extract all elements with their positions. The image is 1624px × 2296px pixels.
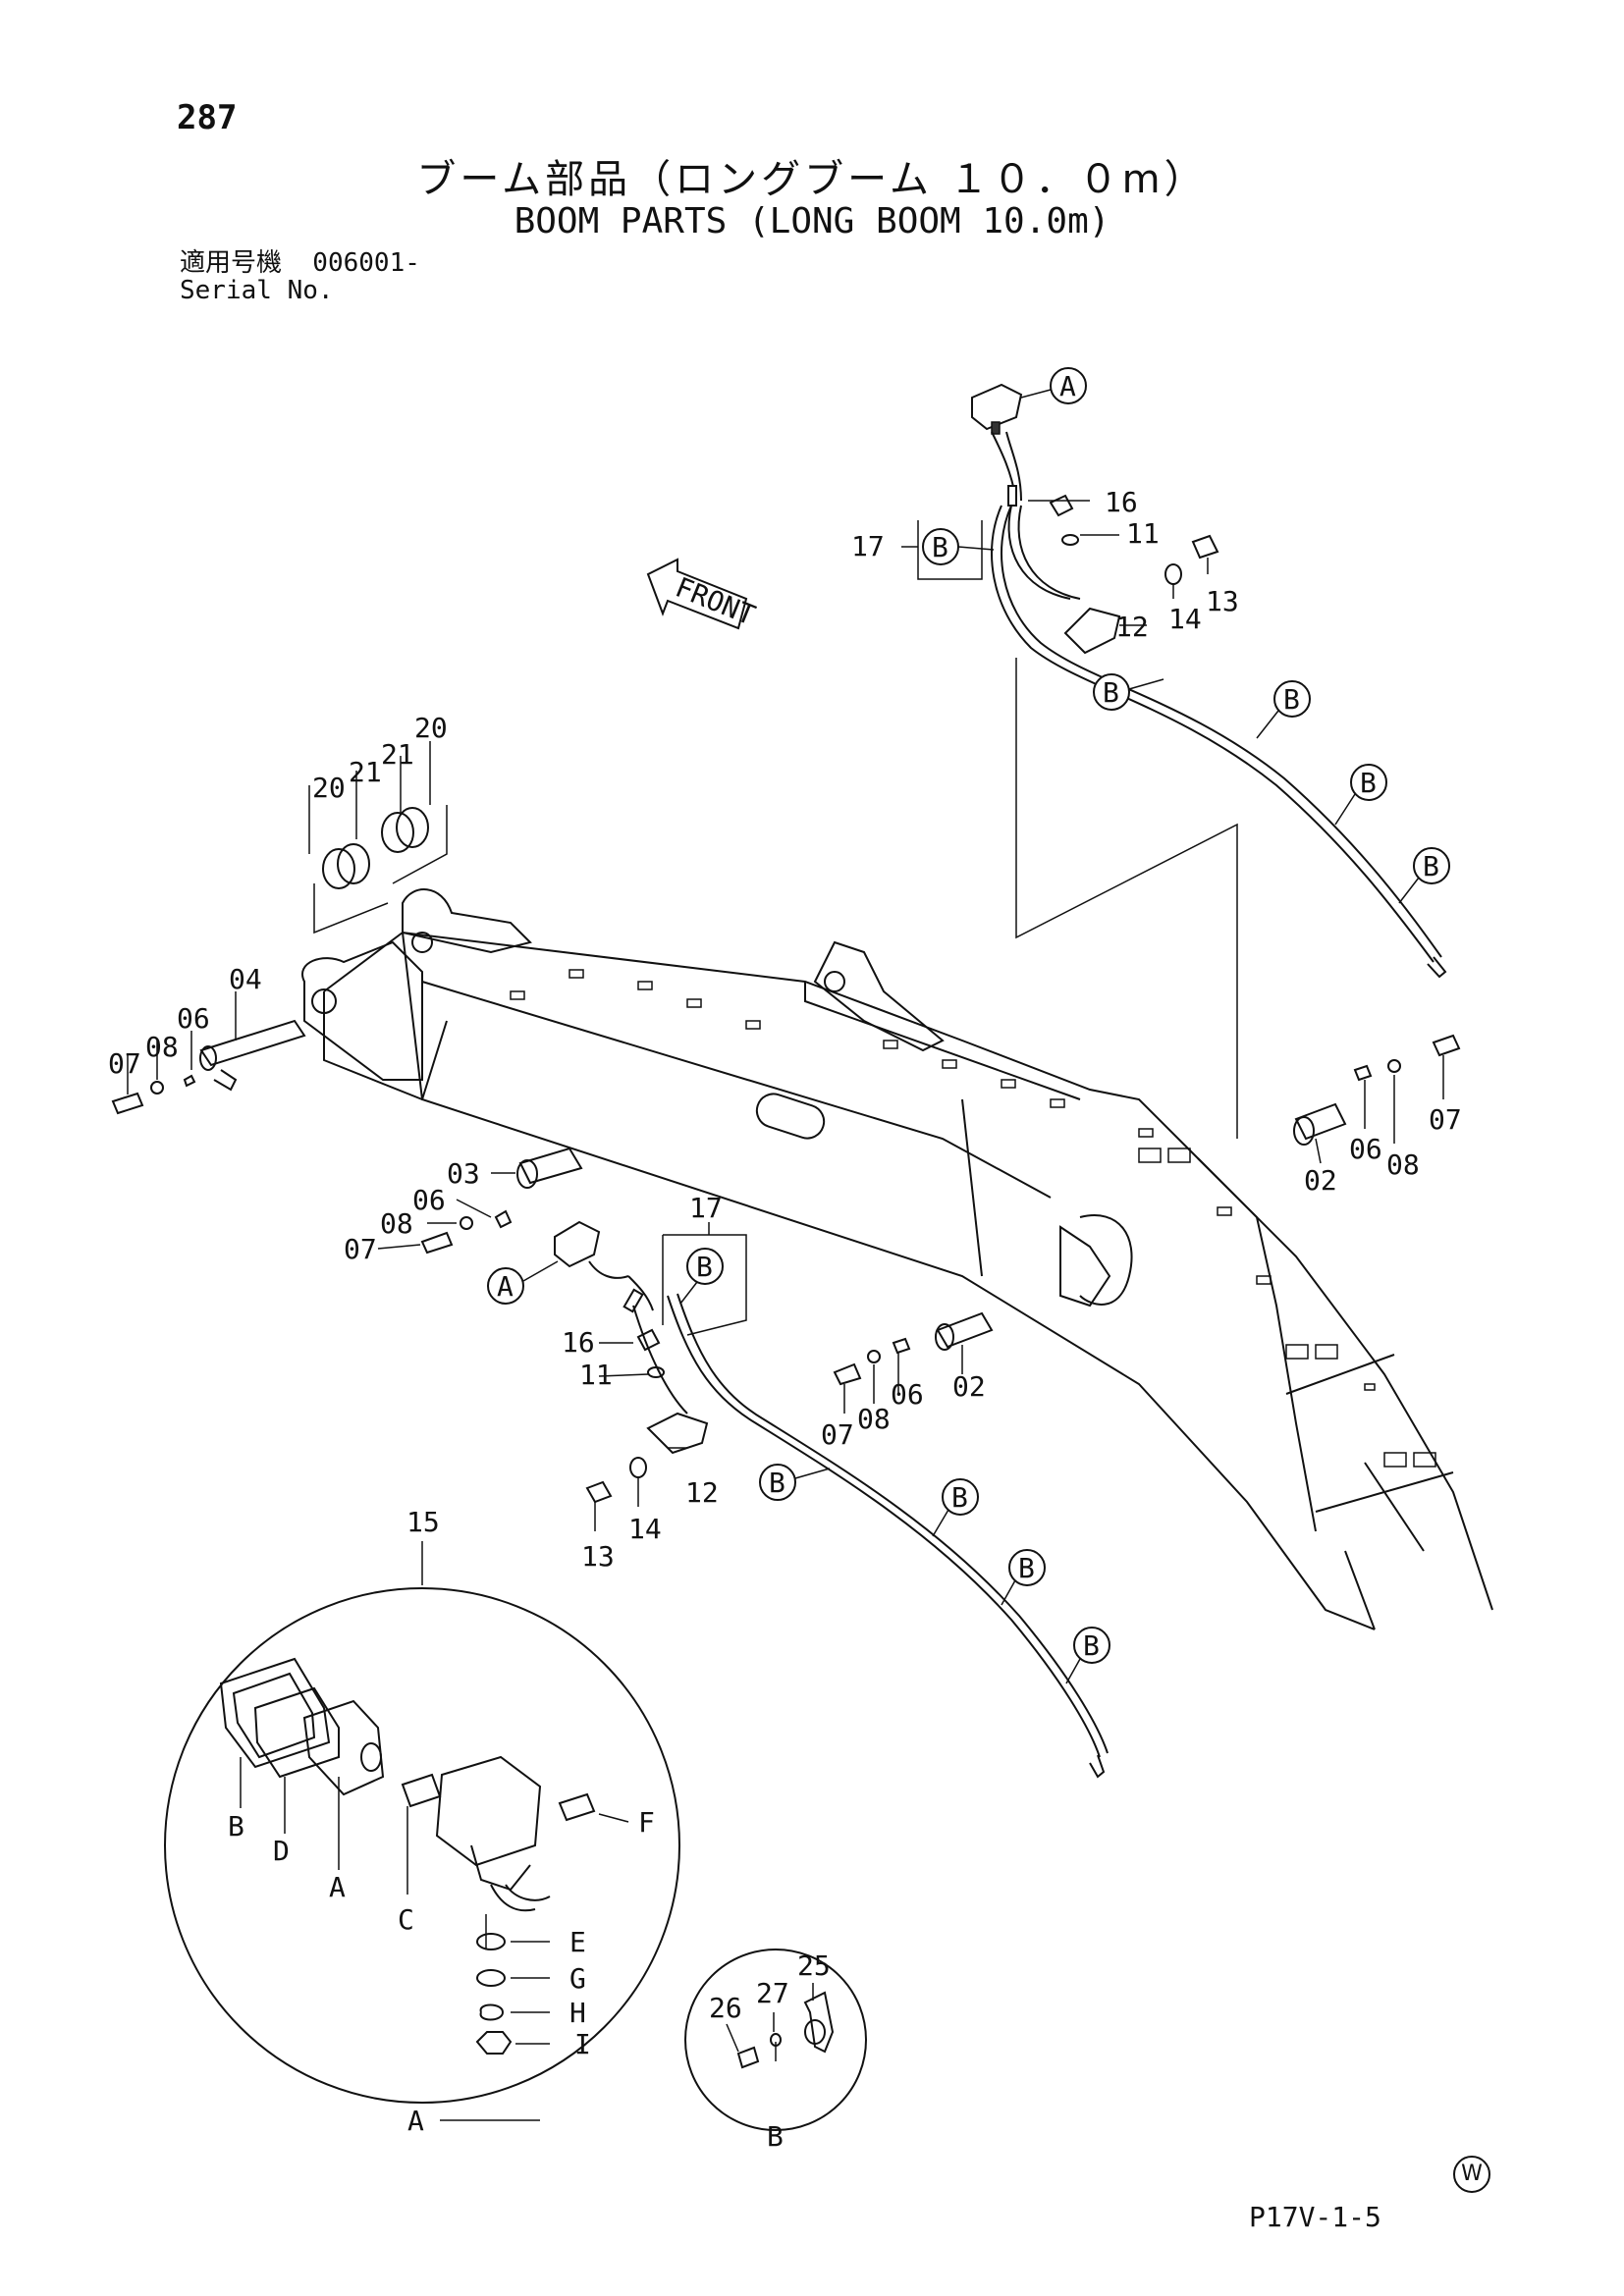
part-label: 16 [562,1326,595,1359]
part-label: 04 [229,963,262,995]
part-label: 15 [406,1506,440,1538]
part-label: 11 [1126,517,1160,550]
part-label: 26 [709,1992,742,2024]
part-label: 21 [381,738,414,771]
part-label: 12 [1115,611,1149,643]
callout-letter: B [951,1481,968,1514]
detail-a-label: E [569,1926,586,1958]
page-number: 287 [177,98,238,137]
part-label: 17 [689,1192,723,1224]
boom-body [301,888,1493,1630]
callout-bubble: B [1093,673,1130,711]
pin-02-lower [833,1311,994,1386]
part-label: 14 [628,1513,662,1545]
part-label: 07 [821,1418,854,1451]
part-label: 08 [380,1207,413,1240]
callout-bubble: B [1073,1627,1110,1664]
detail-a-label: F [638,1806,655,1839]
detail-b-caption: B [767,2120,784,2153]
detail-b-clip: B [684,1949,867,2153]
part-label: 25 [797,1949,831,1982]
callout-letter: B [1103,676,1119,709]
callout-bubble: B [922,528,959,565]
callouts: A B B B B B A B B B B B [487,367,1450,1684]
part-label: 03 [447,1157,480,1190]
front-arrow-label: FRONT [671,571,760,632]
part-label: 08 [1386,1148,1420,1181]
leader-lines [127,500,1444,2061]
callout-letter: A [1059,370,1076,402]
lower-lamp-harness [554,1220,1109,1779]
part-label: 07 [1429,1103,1462,1136]
upper-clamp-hardware [1049,494,1219,585]
front-direction-arrow: FRONT [646,558,760,632]
part-label: 21 [349,756,382,788]
callout-letter: B [1360,767,1377,799]
part-label: 20 [312,772,346,804]
part-label: 06 [891,1378,924,1411]
callout-bubble: B [942,1478,979,1516]
part-label: 06 [1349,1133,1382,1165]
part-label: 07 [108,1047,141,1080]
callout-letter: B [1083,1629,1100,1662]
callout-bubble: B [1008,1549,1046,1586]
page-title-english: BOOM PARTS (LONG BOOM 10.0m) [514,201,1110,241]
detail-a-label: B [228,1810,244,1842]
callout-bubble: B [759,1464,796,1501]
footer-figure-code: P17V-1-5 [1249,2201,1381,2233]
part-label: 17 [851,530,885,562]
part-label: 13 [1206,585,1239,617]
part-label: 14 [1168,603,1202,635]
detail-a-label: G [569,1962,586,1995]
part-label: 06 [177,1002,210,1035]
part-label: 02 [1304,1164,1337,1197]
upper-lamp-harness [971,383,1447,979]
part-label: 12 [685,1476,719,1509]
watermark-symbol: W [1453,2156,1490,2193]
part-label: 07 [344,1233,377,1265]
part-label: 08 [145,1031,179,1063]
shims-20-21 [313,805,448,934]
callout-letter: B [932,531,948,563]
callout-letter: B [1423,850,1439,882]
detail-a-lamp-assembly: B D A C F E G H I A [164,1587,680,2137]
detail-a-caption: A [407,2105,424,2137]
callout-letter: B [769,1467,785,1499]
serial-label-english: Serial No. [180,276,334,305]
part-label: 08 [857,1403,891,1435]
callout-letter: B [696,1251,713,1283]
pin-03 [420,1147,583,1255]
callout-bubble: A [487,1267,524,1305]
part-number-labels: 17 16 11 12 14 13 20 21 21 20 04 06 08 0… [108,486,1462,2024]
detail-a-label: H [569,1997,586,2029]
callout-bubble: B [1273,680,1311,718]
detail-a-label: I [574,2028,591,2060]
callout-bubble: A [1050,367,1087,404]
part-label: 06 [412,1184,446,1216]
callout-bubble: B [686,1248,724,1285]
part-label: 27 [756,1977,789,2009]
callout-letter: B [1283,683,1300,716]
detail-a-label: C [398,1903,414,1936]
pin-04-left [111,1019,306,1115]
callout-letter: A [497,1270,514,1303]
page-title-japanese: ブーム部品（ロングブーム １０．０m） [416,157,1208,202]
lower-clamp-hardware [585,1328,665,1504]
pin-02-right [1293,1034,1461,1146]
part-label: 02 [952,1370,986,1403]
callout-bubble: B [1350,764,1387,801]
callout-letter: B [1018,1552,1035,1584]
serial-label-japanese: 適用号機 006001- [180,248,420,278]
serial-number-block: 適用号機 006001- Serial No. [180,249,420,304]
callout-bubble: B [1413,847,1450,884]
part-label: 11 [579,1359,613,1391]
detail-a-label: D [273,1835,290,1867]
part-label: 16 [1105,486,1138,518]
detail-a-label: A [329,1871,346,1903]
part-label: 13 [581,1540,615,1573]
part-label: 20 [414,712,448,744]
